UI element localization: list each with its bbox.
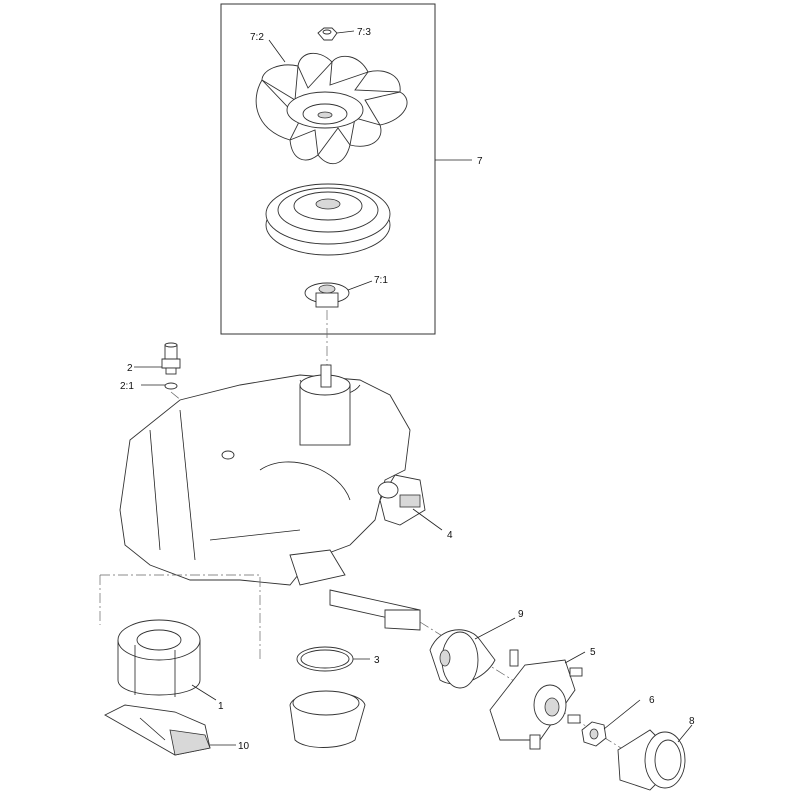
leader-6 [603, 699, 641, 730]
callout-1: 1 [218, 701, 224, 712]
o-ring-3 [296, 646, 354, 672]
callout-5: 5 [590, 647, 596, 658]
guard-10 [104, 704, 211, 756]
washer-9 [429, 629, 496, 689]
transmission-housing [119, 364, 411, 586]
pulley [265, 183, 391, 256]
callout-7: 7 [477, 156, 483, 167]
callout-10: 10 [238, 741, 250, 752]
callout-4: 4 [447, 530, 453, 541]
output-shaft [329, 589, 421, 631]
assembly-7-frame [220, 3, 436, 335]
callout-7-3: 7:3 [357, 27, 371, 38]
leader-7-3 [336, 30, 355, 34]
fitting-2 [161, 342, 181, 375]
lug-nut-6 [581, 721, 607, 747]
leader-4 [412, 508, 443, 531]
callout-8: 8 [689, 716, 695, 727]
callout-3: 3 [374, 655, 380, 666]
leader-1 [191, 684, 217, 701]
cover [289, 690, 366, 748]
oil-filter-1 [117, 619, 201, 697]
callout-7-1: 7:1 [374, 275, 388, 286]
nut-7-3 [317, 27, 338, 41]
callout-9: 9 [518, 609, 524, 620]
leader-7-1 [347, 280, 373, 291]
fan-7-2 [255, 52, 408, 165]
callout-2-1: 2:1 [120, 381, 134, 392]
brake-arm-4 [377, 474, 426, 526]
o-ring-2-1 [164, 382, 178, 390]
callout-2: 2 [127, 363, 133, 374]
leader-8 [677, 724, 693, 743]
hub-7-1 [304, 282, 350, 308]
leader-7-2 [268, 39, 286, 63]
wheel-hub-5 [489, 649, 583, 750]
callout-6: 6 [649, 695, 655, 706]
center-line-filter-b [100, 574, 261, 660]
callout-7-2: 7:2 [250, 32, 264, 43]
leader-5 [564, 651, 586, 664]
leader-9 [474, 617, 516, 640]
cap-8 [617, 729, 686, 791]
